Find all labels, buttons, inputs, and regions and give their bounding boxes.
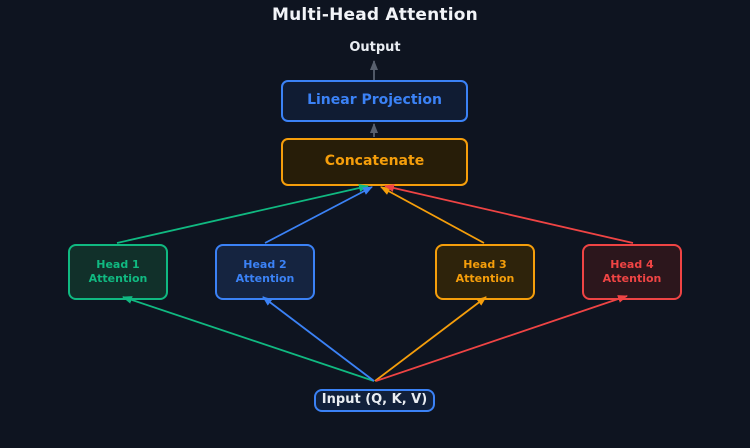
edge-head2-to-concat bbox=[264, 186, 373, 244]
node-head-4-attention: Head 4 Attention bbox=[582, 244, 682, 300]
node-linear-projection-label: Linear Projection bbox=[307, 92, 442, 109]
head-4-line2: Attention bbox=[602, 272, 662, 285]
output-label: Output bbox=[349, 40, 401, 55]
node-input-label: Input (Q, K, V) bbox=[321, 392, 428, 408]
head-1-line2: Attention bbox=[88, 272, 148, 285]
edge-input-to-head2 bbox=[262, 296, 375, 382]
node-head-1-attention: Head 1 Attention bbox=[68, 244, 168, 300]
edge-input-to-head4 bbox=[375, 295, 628, 382]
edge-head4-to-concat bbox=[384, 184, 634, 244]
edge-head1-to-concat bbox=[116, 184, 369, 244]
node-head-3-attention: Head 3 Attention bbox=[435, 244, 535, 300]
head-2-line1: Head 2 bbox=[243, 258, 287, 272]
node-linear-projection: Linear Projection bbox=[281, 80, 468, 122]
head-2-line2: Attention bbox=[235, 272, 295, 285]
head-3-line1: Head 3 bbox=[463, 258, 507, 272]
node-concatenate: Concatenate bbox=[281, 138, 468, 186]
head-3-line2: Attention bbox=[455, 272, 515, 285]
diagram-title: Multi-Head Attention bbox=[272, 5, 478, 25]
edge-input-to-head1 bbox=[122, 296, 375, 382]
node-head-2-attention: Head 2 Attention bbox=[215, 244, 315, 300]
edge-input-to-head3 bbox=[374, 296, 487, 382]
node-input-qkv: Input (Q, K, V) bbox=[314, 389, 435, 412]
edge-head3-to-concat bbox=[380, 186, 485, 244]
head-4-line1: Head 4 bbox=[610, 258, 654, 272]
node-concatenate-label: Concatenate bbox=[324, 153, 425, 170]
head-1-line1: Head 1 bbox=[96, 258, 140, 272]
